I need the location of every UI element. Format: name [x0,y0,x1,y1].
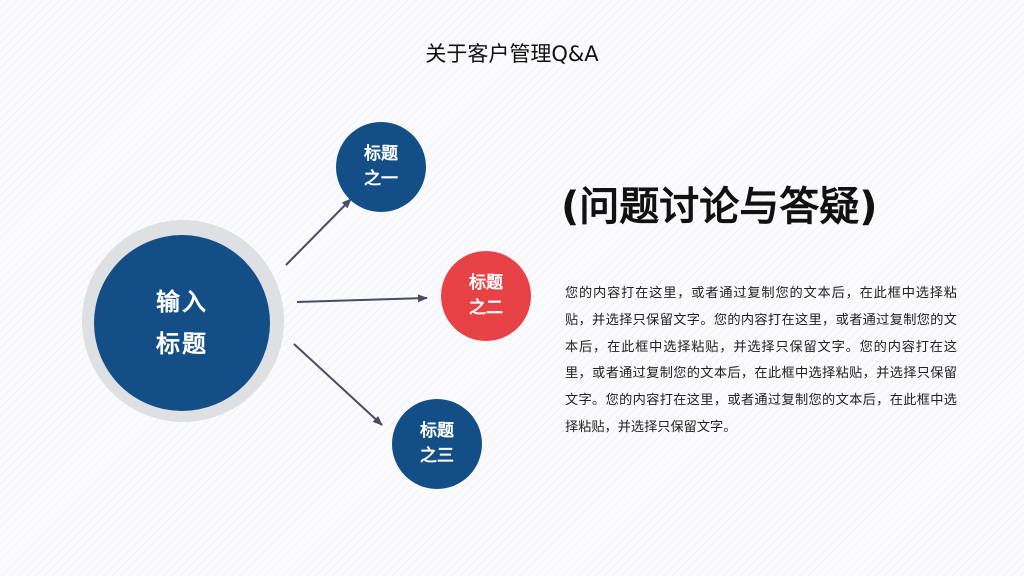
topic-node-2-line-1: 标题 [469,273,503,294]
topic-node-1-line-1: 标题 [364,144,398,165]
topic-node-2[interactable]: 标题 之二 [441,251,531,341]
topic-node-1[interactable]: 标题 之一 [336,122,426,212]
body-text-box[interactable]: 您的内容打在这里，或者通过复制您的文本后，在此框中选择粘贴，并选择只保留文字。您… [565,286,957,435]
center-label-line-1: 输入 [156,288,208,316]
arrow-to-node-1 [285,198,352,266]
topic-node-3[interactable]: 标题 之三 [392,399,482,489]
topic-node-3-line-2: 之三 [420,446,454,466]
arrow-to-node-2 [296,294,428,303]
slide-title: 关于客户管理Q&A [425,42,599,66]
arrow-to-node-3 [293,343,383,426]
center-label-line-2: 标题 [156,330,208,358]
topic-node-2-line-2: 之二 [469,298,503,318]
topic-node-3-line-1: 标题 [420,421,454,442]
discussion-heading: (问题讨论与答疑) [561,184,878,230]
center-topic-circle[interactable]: 输入 标题 [94,235,270,411]
topic-node-1-line-2: 之一 [364,169,398,189]
